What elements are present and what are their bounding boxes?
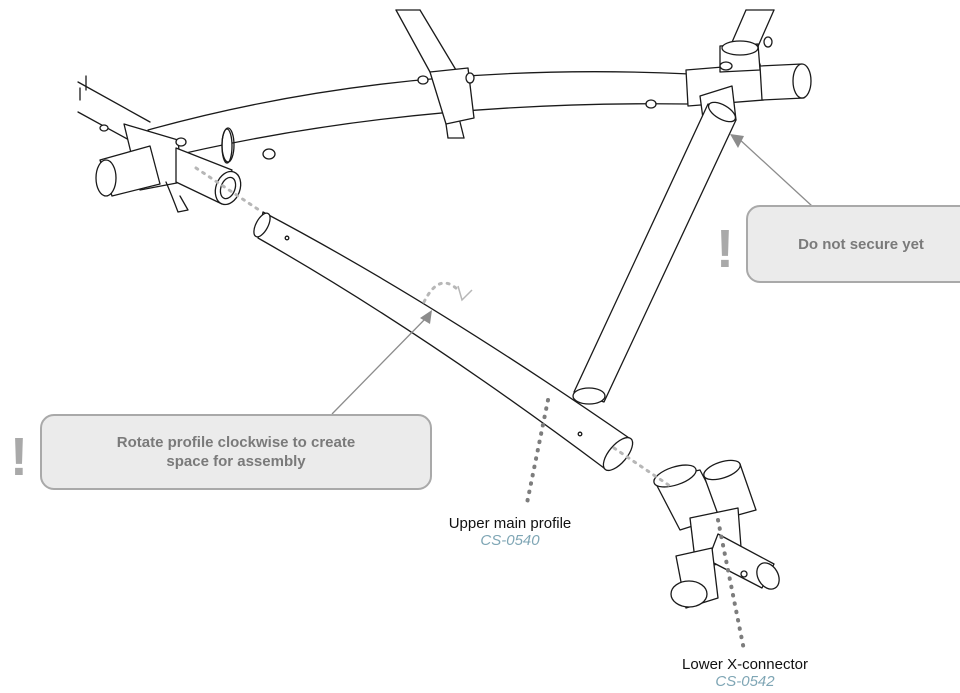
exclamation-icon: !: [716, 219, 734, 279]
upper-frame-tube: [147, 71, 691, 164]
warning-callout-rotate: Rotate profile clockwise to create space…: [40, 414, 432, 490]
part-leader: [716, 518, 746, 652]
callout-arrow-head: [730, 134, 744, 148]
exclamation-icon: !: [10, 427, 28, 487]
part-code-lower-x-connector: CS-0542: [715, 673, 775, 690]
rotation-arrow: [422, 281, 462, 304]
upper-left-connector: [95, 123, 242, 213]
upper-main-profile: [253, 211, 634, 472]
assembly-path: [612, 446, 672, 488]
lower-x-connector: [653, 459, 780, 609]
callout-leader: [331, 315, 429, 415]
part-name-upper-main-profile: Upper main profile: [448, 515, 572, 532]
part-leader: [524, 398, 550, 510]
assembly-path: [194, 166, 264, 214]
diagonal-frame-tube: [572, 101, 737, 405]
tube-clamp: [417, 67, 475, 139]
callout-arrow-head: [420, 310, 432, 324]
locking-pin: [262, 148, 276, 160]
part-name-lower-x-connector: Lower X-connector: [682, 656, 808, 673]
warning-text: Rotate profile clockwise to create space…: [116, 434, 356, 470]
locking-pin: [645, 99, 657, 109]
part-code-upper-main-profile: CS-0540: [480, 532, 540, 549]
warning-text: Do not secure yet: [798, 235, 924, 253]
locking-pin: [99, 124, 109, 132]
rotation-arrow-head: [457, 285, 473, 302]
top-vertical-tube-left: [395, 9, 457, 73]
callout-leader: [737, 137, 813, 207]
warning-callout-secure: Do not secure yet: [746, 205, 960, 283]
